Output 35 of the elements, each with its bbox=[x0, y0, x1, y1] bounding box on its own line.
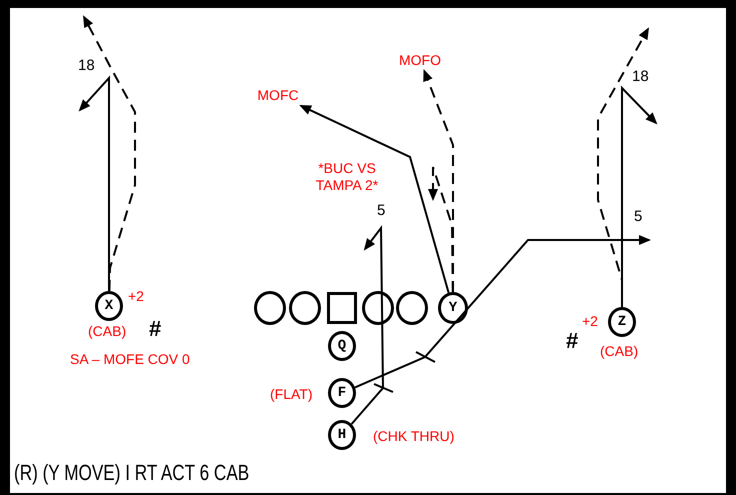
coverage-note: *BUC VS TAMPA 2* bbox=[314, 160, 380, 194]
lineman-circle bbox=[289, 291, 321, 325]
route-label: MOFC bbox=[255, 86, 301, 104]
player-circle: Q bbox=[328, 331, 356, 361]
route-arrow bbox=[78, 75, 110, 291]
hash-mark: # bbox=[566, 328, 578, 354]
player-circle: H bbox=[328, 420, 356, 450]
route-arrow bbox=[428, 166, 454, 292]
depth-number: 5 bbox=[377, 202, 386, 220]
assignment-note: (CHK THRU) bbox=[373, 428, 454, 445]
route-label: MOFO bbox=[395, 51, 445, 69]
play-title: (R) (Y MOVE) I RT ACT 6 CAB bbox=[14, 460, 250, 486]
player-circle: Z bbox=[608, 307, 636, 337]
depth-number: 18 bbox=[632, 68, 649, 86]
route-arrow bbox=[83, 15, 136, 292]
depth-number: 5 bbox=[634, 208, 642, 226]
route-arrow bbox=[350, 225, 384, 425]
depth-number: 18 bbox=[78, 57, 95, 75]
assignment-note: (CAB) bbox=[88, 323, 126, 340]
lineman-circle bbox=[254, 291, 286, 325]
player-circle: F bbox=[328, 378, 356, 408]
alignment-note: +2 bbox=[582, 313, 598, 330]
player-circle: Y bbox=[438, 292, 468, 324]
assignment-note: (CAB) bbox=[600, 343, 638, 360]
player-circle: X bbox=[95, 291, 123, 321]
center-square bbox=[327, 292, 357, 324]
route-arrow bbox=[354, 235, 651, 388]
hash-mark: # bbox=[149, 316, 162, 342]
lineman-circle bbox=[362, 291, 394, 325]
lineman-circle bbox=[396, 291, 428, 325]
route-arrow bbox=[299, 104, 450, 293]
coverage-note: SA – MOFE COV 0 bbox=[70, 351, 190, 368]
alignment-note: +2 bbox=[128, 288, 144, 305]
assignment-note: (FLAT) bbox=[270, 386, 313, 403]
route-arrow bbox=[597, 27, 649, 307]
